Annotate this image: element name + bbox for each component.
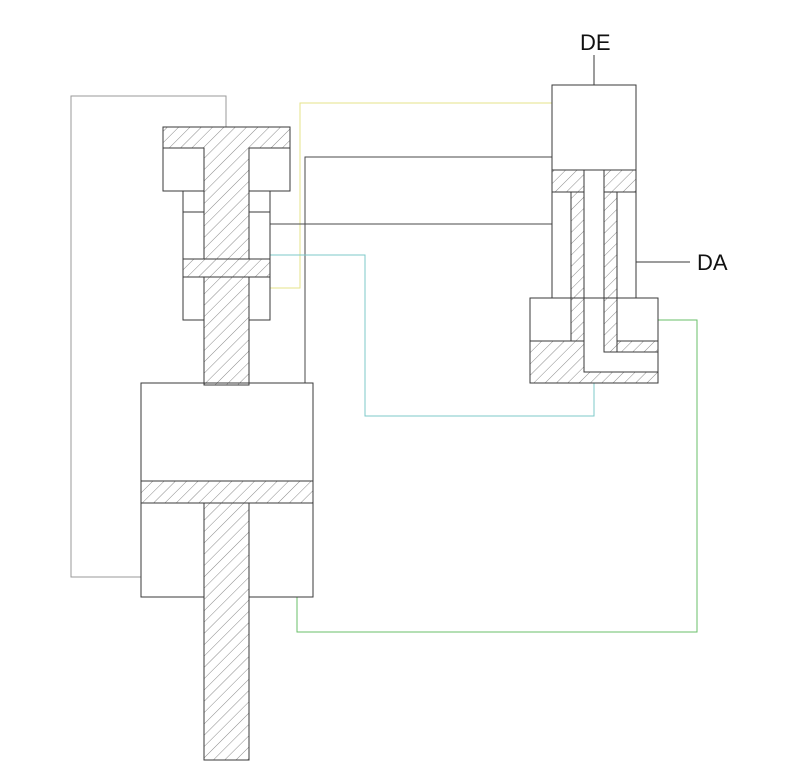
line-gray-left-loop — [70, 95, 227, 578]
line-teal — [270, 254, 595, 417]
right-component-right-cavity — [616, 191, 659, 342]
right-component-left-cavity — [529, 191, 572, 342]
spool-valve-mid-right-port — [248, 211, 271, 260]
spool-valve-left-chamber — [162, 147, 205, 192]
spool-valve-band — [182, 258, 271, 278]
right-component-inner-left-wall — [570, 191, 585, 342]
spool-valve-mid-left-port — [182, 211, 205, 260]
line-yellow — [270, 102, 552, 289]
line-green — [296, 319, 698, 633]
right-component-outer-body-outline — [529, 297, 659, 384]
spool-valve-low-left-port — [182, 276, 205, 321]
line-dark-upper — [304, 156, 552, 383]
main-cylinder-piston — [140, 480, 314, 504]
right-component-inner-right-wall — [603, 191, 618, 353]
spool-valve-low-right-port — [248, 276, 271, 321]
label-da: DA — [697, 250, 728, 275]
right-component — [529, 84, 659, 384]
main-cylinder-rod — [203, 502, 250, 761]
main-cylinder — [140, 382, 314, 761]
spool-valve-right-chamber — [248, 147, 291, 192]
spool-valve — [162, 126, 291, 386]
label-de: DE — [580, 30, 611, 55]
